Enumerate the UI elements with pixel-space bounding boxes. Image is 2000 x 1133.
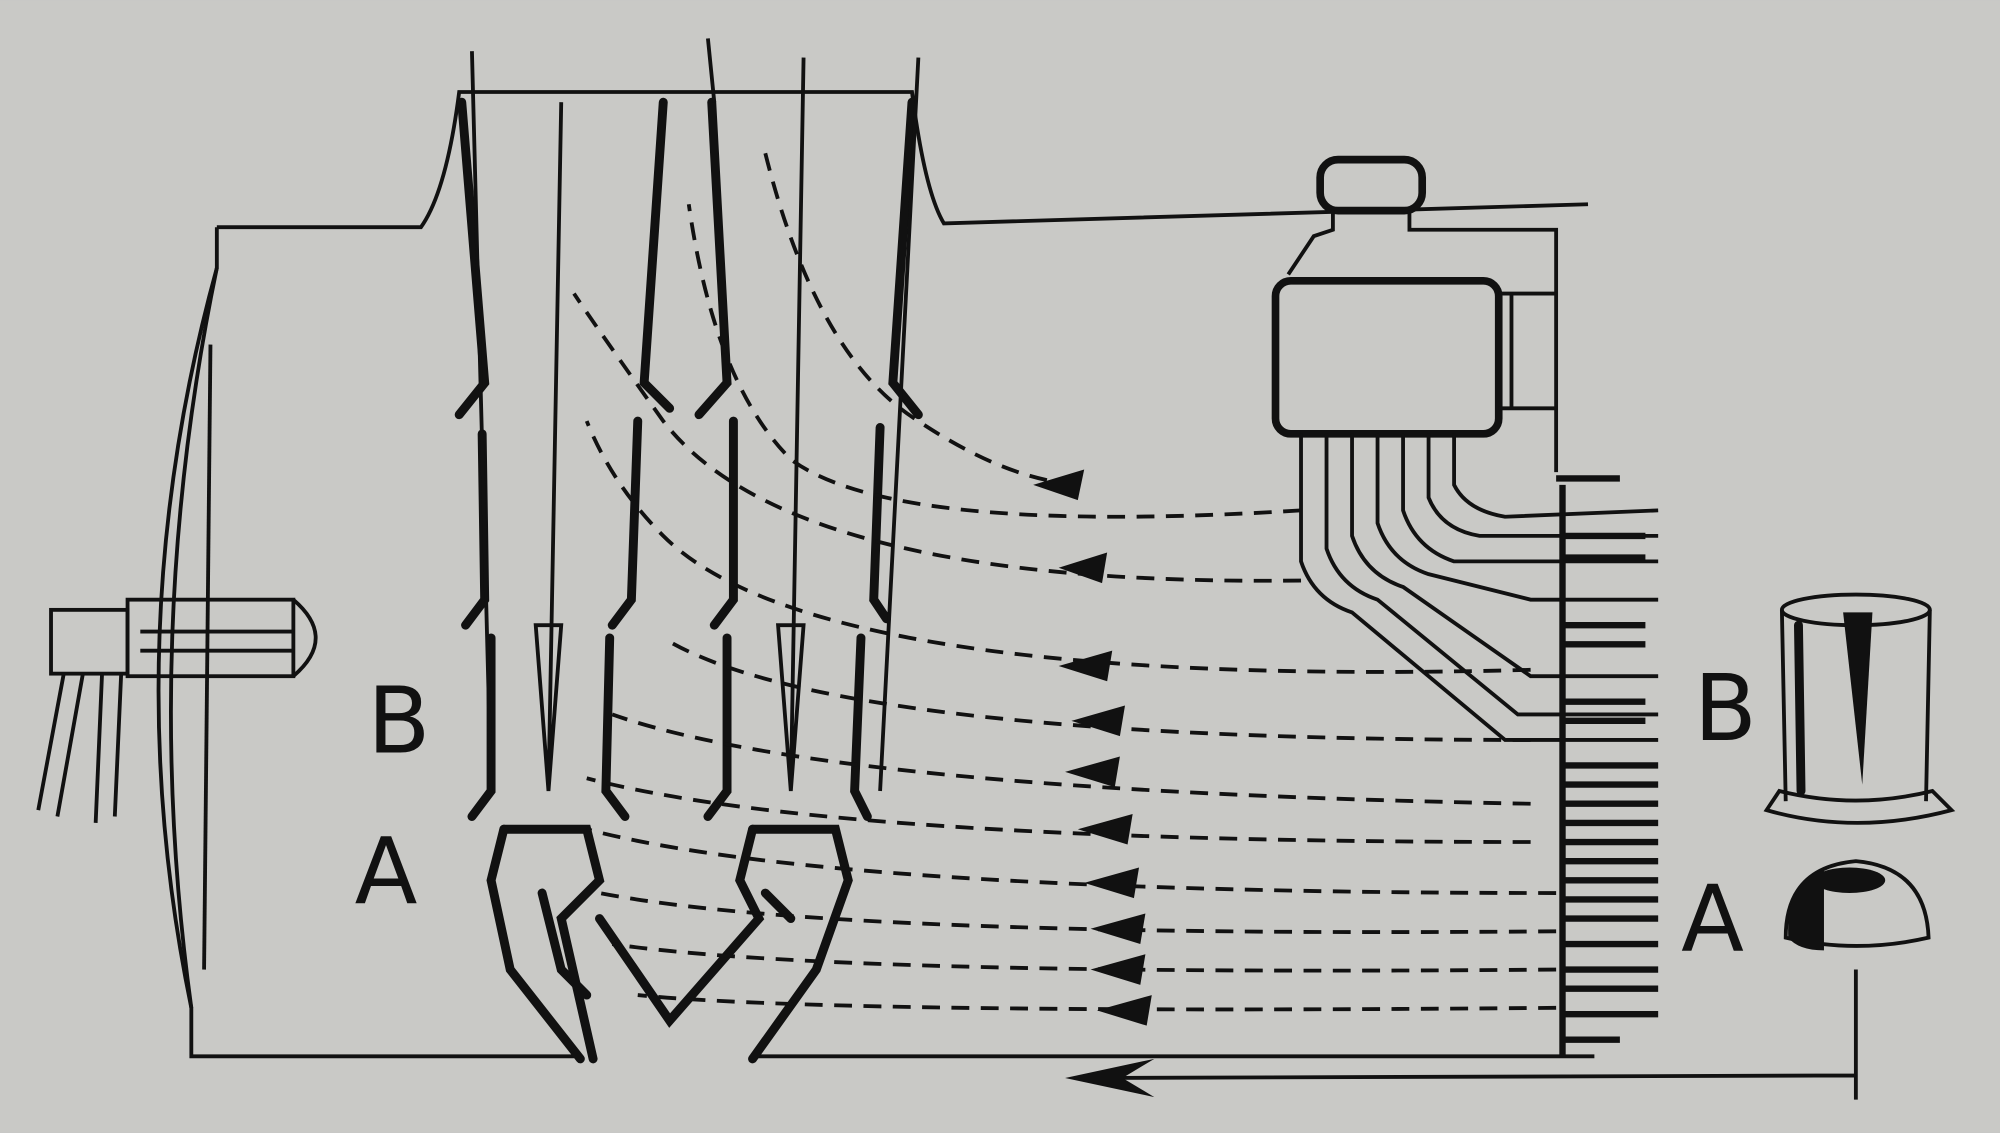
label-right-b: B bbox=[1694, 655, 1757, 762]
bolt-icon bbox=[36, 597, 318, 823]
burner-heads bbox=[486, 824, 853, 1064]
radiator-pipes bbox=[1299, 433, 1659, 742]
flue-tubes bbox=[454, 38, 923, 821]
label-right-a: A bbox=[1681, 865, 1744, 972]
label-left-b: B bbox=[367, 668, 430, 775]
airflow-arrows bbox=[572, 152, 1557, 1026]
part-a-cap bbox=[1783, 859, 1931, 951]
radiator-fins bbox=[1556, 475, 1659, 1057]
part-b-cylinder bbox=[1763, 592, 1956, 825]
return-arrow bbox=[1065, 969, 1858, 1100]
label-left-a: A bbox=[355, 818, 418, 925]
filler-cap bbox=[1271, 155, 1559, 473]
